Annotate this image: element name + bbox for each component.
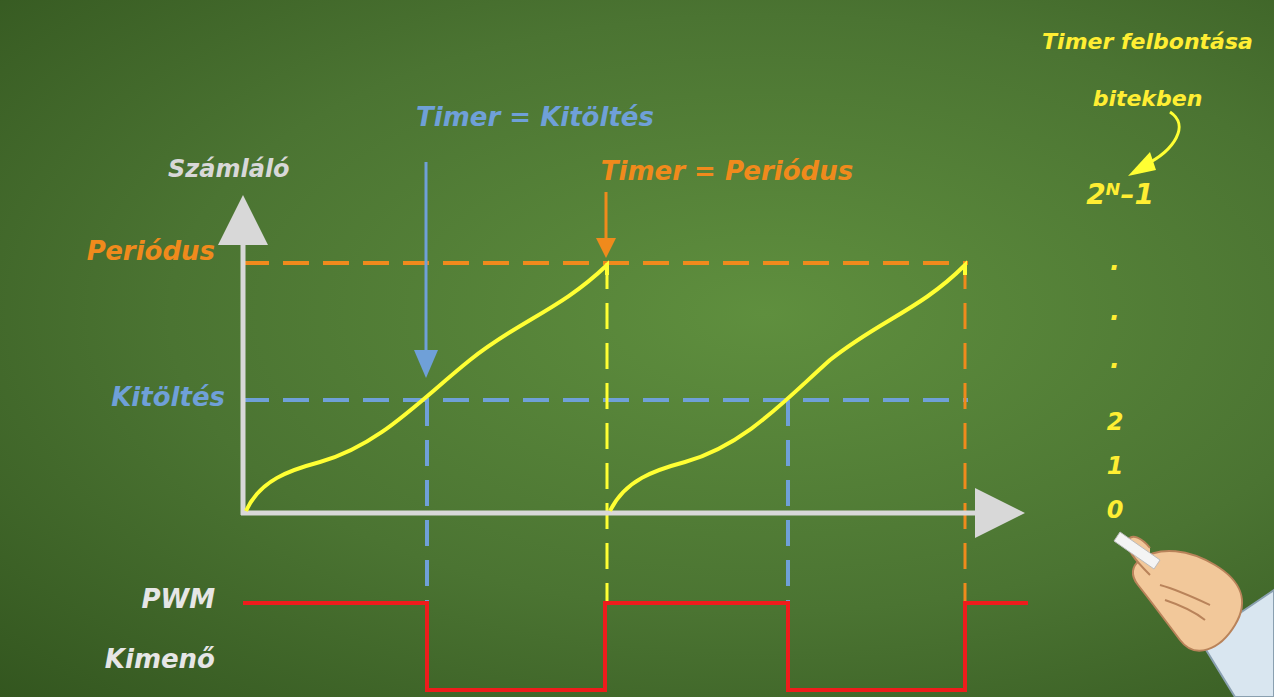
scale-number: 2 bbox=[1107, 409, 1124, 437]
max-count: 2ᴺ–1 bbox=[1086, 179, 1154, 211]
period-marker bbox=[964, 263, 967, 603]
scale-dot: . bbox=[1110, 345, 1120, 375]
leader-line bbox=[605, 192, 608, 240]
signal-name: PWM Kimenő bbox=[75, 570, 215, 690]
duty-marker bbox=[786, 400, 790, 603]
axis-title: Számláló bbox=[168, 156, 290, 184]
level-label: Periódus bbox=[87, 237, 215, 267]
counter-ramp bbox=[610, 265, 965, 511]
scale-number: 1 bbox=[1107, 453, 1124, 481]
arrow-head bbox=[414, 350, 438, 378]
scale-number: 0 bbox=[1107, 497, 1124, 525]
pwm-waveform bbox=[243, 603, 1028, 690]
period-marker bbox=[606, 263, 609, 603]
level-label: Kitöltés bbox=[111, 383, 225, 413]
scale-dot: . bbox=[1110, 247, 1120, 277]
arrow-head bbox=[1128, 152, 1156, 176]
resolution-note: Timer felbontása bitekben bbox=[1025, 13, 1270, 127]
scale-dot: . bbox=[1110, 297, 1120, 327]
y-axis bbox=[241, 220, 246, 515]
x-axis bbox=[241, 511, 1000, 516]
arrow-head bbox=[596, 238, 616, 258]
hand-illustration bbox=[1114, 532, 1274, 697]
duty-marker bbox=[425, 400, 429, 603]
compare-label: Timer = Kitöltés bbox=[416, 103, 654, 133]
compare-label: Timer = Periódus bbox=[601, 157, 853, 187]
leader-line bbox=[425, 162, 428, 355]
